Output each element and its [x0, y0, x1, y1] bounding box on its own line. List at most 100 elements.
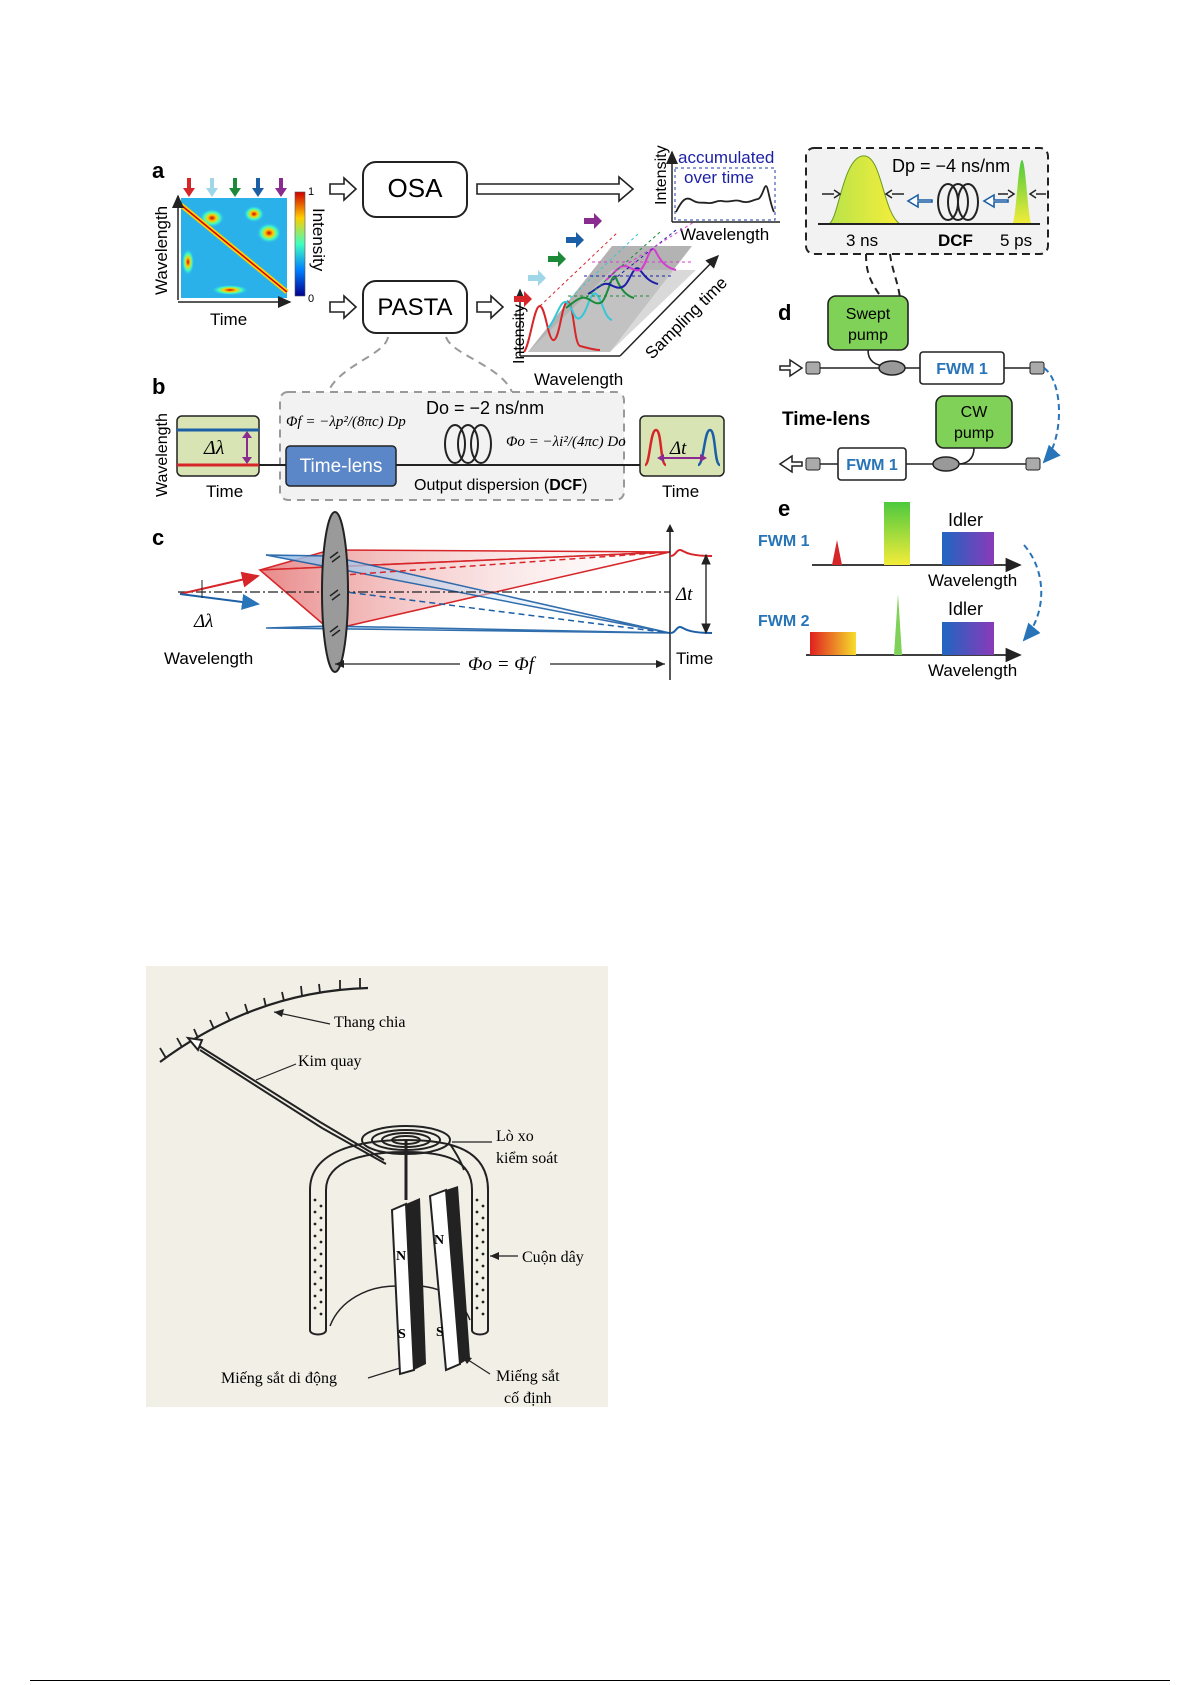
spectrogram-heatmap [179, 198, 289, 298]
blue-beam-cone-lower [265, 625, 671, 634]
connector-in-bottom-icon [1025, 457, 1041, 471]
pointer-needle [185, 1036, 387, 1165]
label-spring-1: Lò xo [496, 1128, 534, 1145]
waterfall-curve-red [523, 300, 601, 353]
sample-arrow-blue-icon [566, 232, 584, 248]
panel-e-wavelength-top: Wavelength [928, 571, 1017, 590]
input-hollow-arrow-icon [779, 358, 804, 378]
accumulated-spectrum-line [675, 185, 775, 213]
panel-d-label: d [778, 300, 791, 325]
inset-dcf-coil-icon [937, 183, 979, 221]
heatmap-y-axis-label: Wavelength [152, 206, 171, 295]
fwm1-bottom-label: FWM 1 [846, 457, 898, 474]
output-dispersion-label: Output dispersion (DCF) [414, 477, 587, 494]
connector-out-top-icon [1029, 361, 1045, 375]
optical-figure: a Wavelength [152, 145, 1061, 680]
panel-d: d Swept pump FWM 1 Time-lens CW pump FWM… [778, 295, 1061, 481]
inset-link-right [889, 253, 901, 299]
waterfall-y-axis-label: Intensity [511, 304, 528, 364]
colorbar-title: Intensity [309, 208, 328, 272]
panel-c-label: c [152, 525, 164, 550]
phi-o-formula: Φo = −λi²/(4πc) Do [506, 434, 626, 450]
focal-pulse-red [669, 548, 713, 557]
scale-arc [159, 986, 369, 1063]
pump-inset: Dp = −4 ns/nm 3 ns DCF 5 ps [805, 147, 1049, 299]
time-lens-block [285, 445, 397, 487]
moving-vane-pole-s: S [398, 1327, 406, 1342]
page-bottom-rule [30, 1680, 1170, 1681]
needle-leader [255, 1063, 297, 1081]
scale-ticks [159, 978, 361, 1059]
output-hollow-arrow-icon [778, 454, 803, 474]
panel-e-wavelength-bottom: Wavelength [928, 661, 1017, 680]
fixed-vane-pole-n: N [434, 1233, 444, 1248]
hollow-arrow-to-pasta-icon [329, 294, 358, 320]
inset-right-width: 5 ps [1000, 231, 1032, 250]
colorbar-min: 0 [308, 293, 314, 305]
label-moving-iron: Miếng sắt di động [221, 1370, 337, 1387]
panel-e: e FWM 1 Idler Wavelength FWM 2 Idler Wav… [758, 496, 1043, 680]
waterfall-plot: Intensity Wavelength Sampling time [511, 213, 731, 389]
arrow-red-head-icon [183, 188, 195, 197]
fwm2-signal-band [810, 632, 856, 655]
accumulated-label-line2: over time [684, 168, 754, 187]
fwm1-signal-band [884, 502, 910, 565]
output-signal-box [639, 415, 725, 477]
dcf-coil-icon [444, 424, 492, 464]
label-spring-2: kiểm soát [496, 1150, 558, 1167]
panel-c-equation: Φo = Φf [468, 654, 537, 675]
fixed-iron-vane: N S [428, 1186, 470, 1372]
time-lens-label-d: Time-lens [782, 409, 870, 430]
inset-dp-label: Dp = −4 ns/nm [892, 156, 1010, 176]
panel-b-time-left: Time [206, 482, 243, 501]
inset-left-width: 3 ns [846, 231, 878, 250]
panel-e-fwm2: FWM 2 [758, 613, 810, 630]
sample-arrow-green-icon [548, 251, 566, 267]
cw-pump-line1: CW [961, 404, 989, 421]
sample-arrow-purple-icon [584, 213, 602, 229]
panel-e-idler-bottom: Idler [948, 599, 983, 619]
panel-b-time-right: Time [662, 482, 699, 501]
label-fixed-iron-1: Miếng sắt [496, 1368, 560, 1385]
label-needle: Kim quay [298, 1053, 362, 1070]
panel-a-label: a [152, 158, 165, 183]
waterfall-curve-cyan [547, 292, 613, 329]
cw-pump-line2: pump [954, 425, 994, 442]
time-lens-block-label: Time-lens [300, 456, 383, 477]
pasta-zoom-line-right [445, 336, 513, 393]
coil-cylinder [309, 1138, 489, 1336]
osa-box [362, 161, 468, 218]
panel-b-label: b [152, 374, 165, 399]
coupler-bottom-icon [932, 456, 960, 472]
pasta-zoom-line-left [327, 336, 389, 393]
panel-e-fwm1: FWM 1 [758, 533, 810, 550]
focal-pulse-blue [669, 625, 713, 634]
coil-winding-dots [313, 1198, 485, 1316]
colorbar-max: 1 [308, 186, 314, 198]
panel-b-y-axis-label: Wavelength [154, 413, 171, 497]
loop-arrow-e [1022, 544, 1043, 642]
arrow-lightblue-head-icon [206, 188, 218, 197]
fwm2-pump-spike [894, 594, 902, 655]
sample-arrow-lightblue-icon [528, 270, 546, 286]
waterfall-curve-green [565, 275, 635, 309]
scale-leader [273, 1011, 331, 1025]
fwm2-idler-band [942, 622, 994, 655]
label-scale: Thang chia [334, 1014, 406, 1031]
pasta-output-arrow-icon [476, 294, 505, 320]
panel-a: a Wavelength [152, 145, 780, 393]
loop-arrow-d [1042, 367, 1061, 464]
cylinder-bottom-arc-right [419, 1285, 471, 1321]
connector-out-bottom-icon [805, 457, 821, 471]
accumulated-spectrum-plot: Intensity Wavelength accumulated over ti… [653, 145, 780, 244]
time-marker-arrows [183, 178, 287, 197]
arrow-green-head-icon [229, 188, 241, 197]
panel-c-time: Time [676, 649, 713, 668]
arrow-purple-head-icon [275, 188, 287, 197]
label-coil: Cuộn dây [522, 1249, 584, 1266]
coupler-top-icon [878, 360, 906, 376]
panel-b: b Wavelength Δλ Time Φf = −λp²/(8πc) Dp … [152, 374, 725, 501]
hollow-arrow-to-osa-icon [329, 176, 358, 202]
blue-beam-cone [265, 554, 671, 634]
inset-hollow-arrow-1-icon [906, 193, 933, 209]
